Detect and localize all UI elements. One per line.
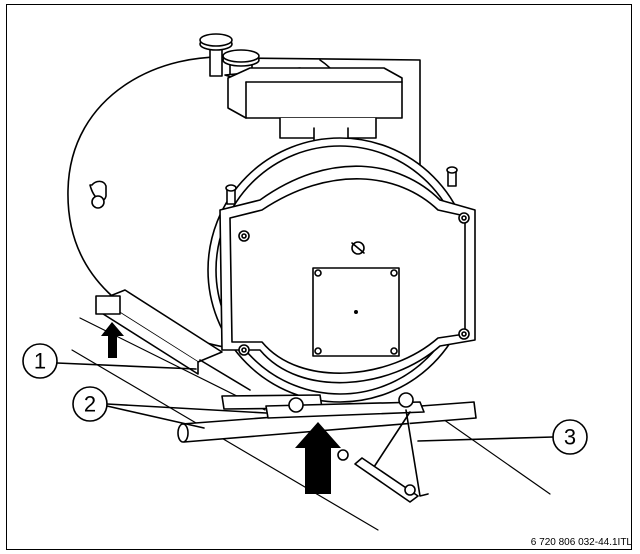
side-pins [225, 166, 458, 205]
callout-2-label: 2 [84, 392, 96, 417]
callout-1: 1 [22, 343, 197, 379]
lifting-trolley [337, 409, 429, 503]
door-bolts [238, 212, 470, 356]
figure-code: 6 720 806 032-44.1ITL [530, 537, 632, 548]
callout-2: 2 [72, 386, 267, 429]
lift-arrow-small [101, 322, 124, 358]
callout-3-label: 3 [564, 425, 576, 450]
lift-arrow-large [295, 422, 341, 494]
door-knob [351, 241, 365, 255]
callout-1-label: 1 [34, 349, 46, 374]
inspection-window [312, 267, 400, 357]
base-skid [95, 289, 251, 391]
burner-housing [227, 67, 403, 153]
callout-3: 3 [417, 419, 588, 455]
front-cradle [265, 392, 425, 419]
lift-arrows [101, 322, 341, 494]
figure-frame [6, 4, 632, 550]
